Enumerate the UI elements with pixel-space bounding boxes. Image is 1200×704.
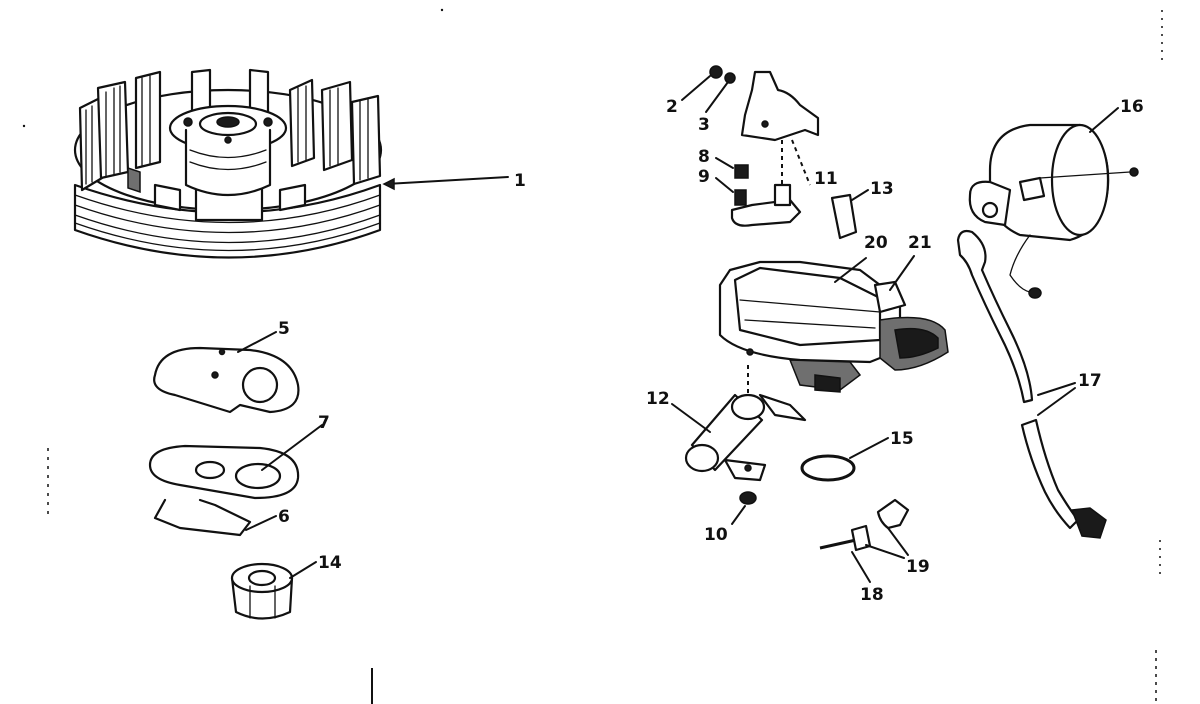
- leader-21: [889, 255, 915, 291]
- callout-9: 9: [698, 167, 710, 187]
- callout-7: 7: [318, 413, 330, 433]
- callout-19: 19: [906, 557, 930, 577]
- screw-part-18: [819, 524, 872, 552]
- leader-19b: [887, 527, 909, 556]
- wire-gasket-part-6: [153, 498, 252, 537]
- flywheel-part-1: [73, 68, 383, 259]
- plate-part-13: [830, 193, 858, 240]
- leader-14: [289, 561, 317, 579]
- leader-13: [851, 189, 869, 201]
- stator-plate-part-20: [718, 260, 902, 393]
- leader-7: [261, 424, 323, 471]
- leader-1: [385, 176, 509, 185]
- cam-part-12: [684, 393, 807, 482]
- callout-14: 14: [318, 553, 342, 573]
- leader-5: [237, 331, 277, 353]
- leader-19a: [865, 544, 905, 559]
- clip-part-19: [876, 498, 910, 530]
- callout-10: 10: [704, 525, 728, 545]
- callout-15: 15: [890, 429, 914, 449]
- leader-16: [1089, 107, 1119, 133]
- lead-wire-part-17: [956, 229, 1107, 539]
- leader-8: [715, 157, 734, 169]
- leader-3: [705, 81, 729, 113]
- callout-16: 16: [1120, 97, 1144, 117]
- washer-part-10: [739, 491, 757, 505]
- callout-5: 5: [278, 319, 290, 339]
- callout-21: 21: [908, 233, 932, 253]
- leader-18: [851, 551, 871, 583]
- nut-part-14: [230, 562, 294, 620]
- callout-11: 11: [814, 169, 838, 189]
- callout-20: 20: [864, 233, 888, 253]
- leader-17b: [1037, 387, 1076, 416]
- plate-part-5: [153, 346, 300, 414]
- leader-10: [731, 505, 746, 525]
- callout-1: 1: [514, 171, 526, 191]
- leader-9: [715, 177, 734, 193]
- coil-shoe-part-21: [873, 280, 949, 371]
- gasket-part-7: [148, 444, 300, 500]
- ring-part-15: [800, 454, 856, 482]
- coil-part-16: [968, 123, 1139, 299]
- leader-2: [681, 75, 711, 101]
- scan-marks: [22, 8, 1163, 704]
- leader-15: [849, 437, 889, 459]
- callout-13: 13: [870, 179, 894, 199]
- leader-20: [834, 257, 867, 283]
- callout-2: 2: [666, 97, 678, 117]
- callout-3: 3: [698, 115, 710, 135]
- callout-12: 12: [646, 389, 670, 409]
- leader-12: [671, 403, 711, 433]
- callout-17: 17: [1078, 371, 1102, 391]
- leader-17a: [1037, 382, 1076, 396]
- breaker-points-assembly: [709, 65, 820, 227]
- callout-18: 18: [860, 585, 884, 605]
- leader-6: [245, 515, 277, 531]
- callout-6: 6: [278, 507, 290, 527]
- callout-8: 8: [698, 147, 710, 167]
